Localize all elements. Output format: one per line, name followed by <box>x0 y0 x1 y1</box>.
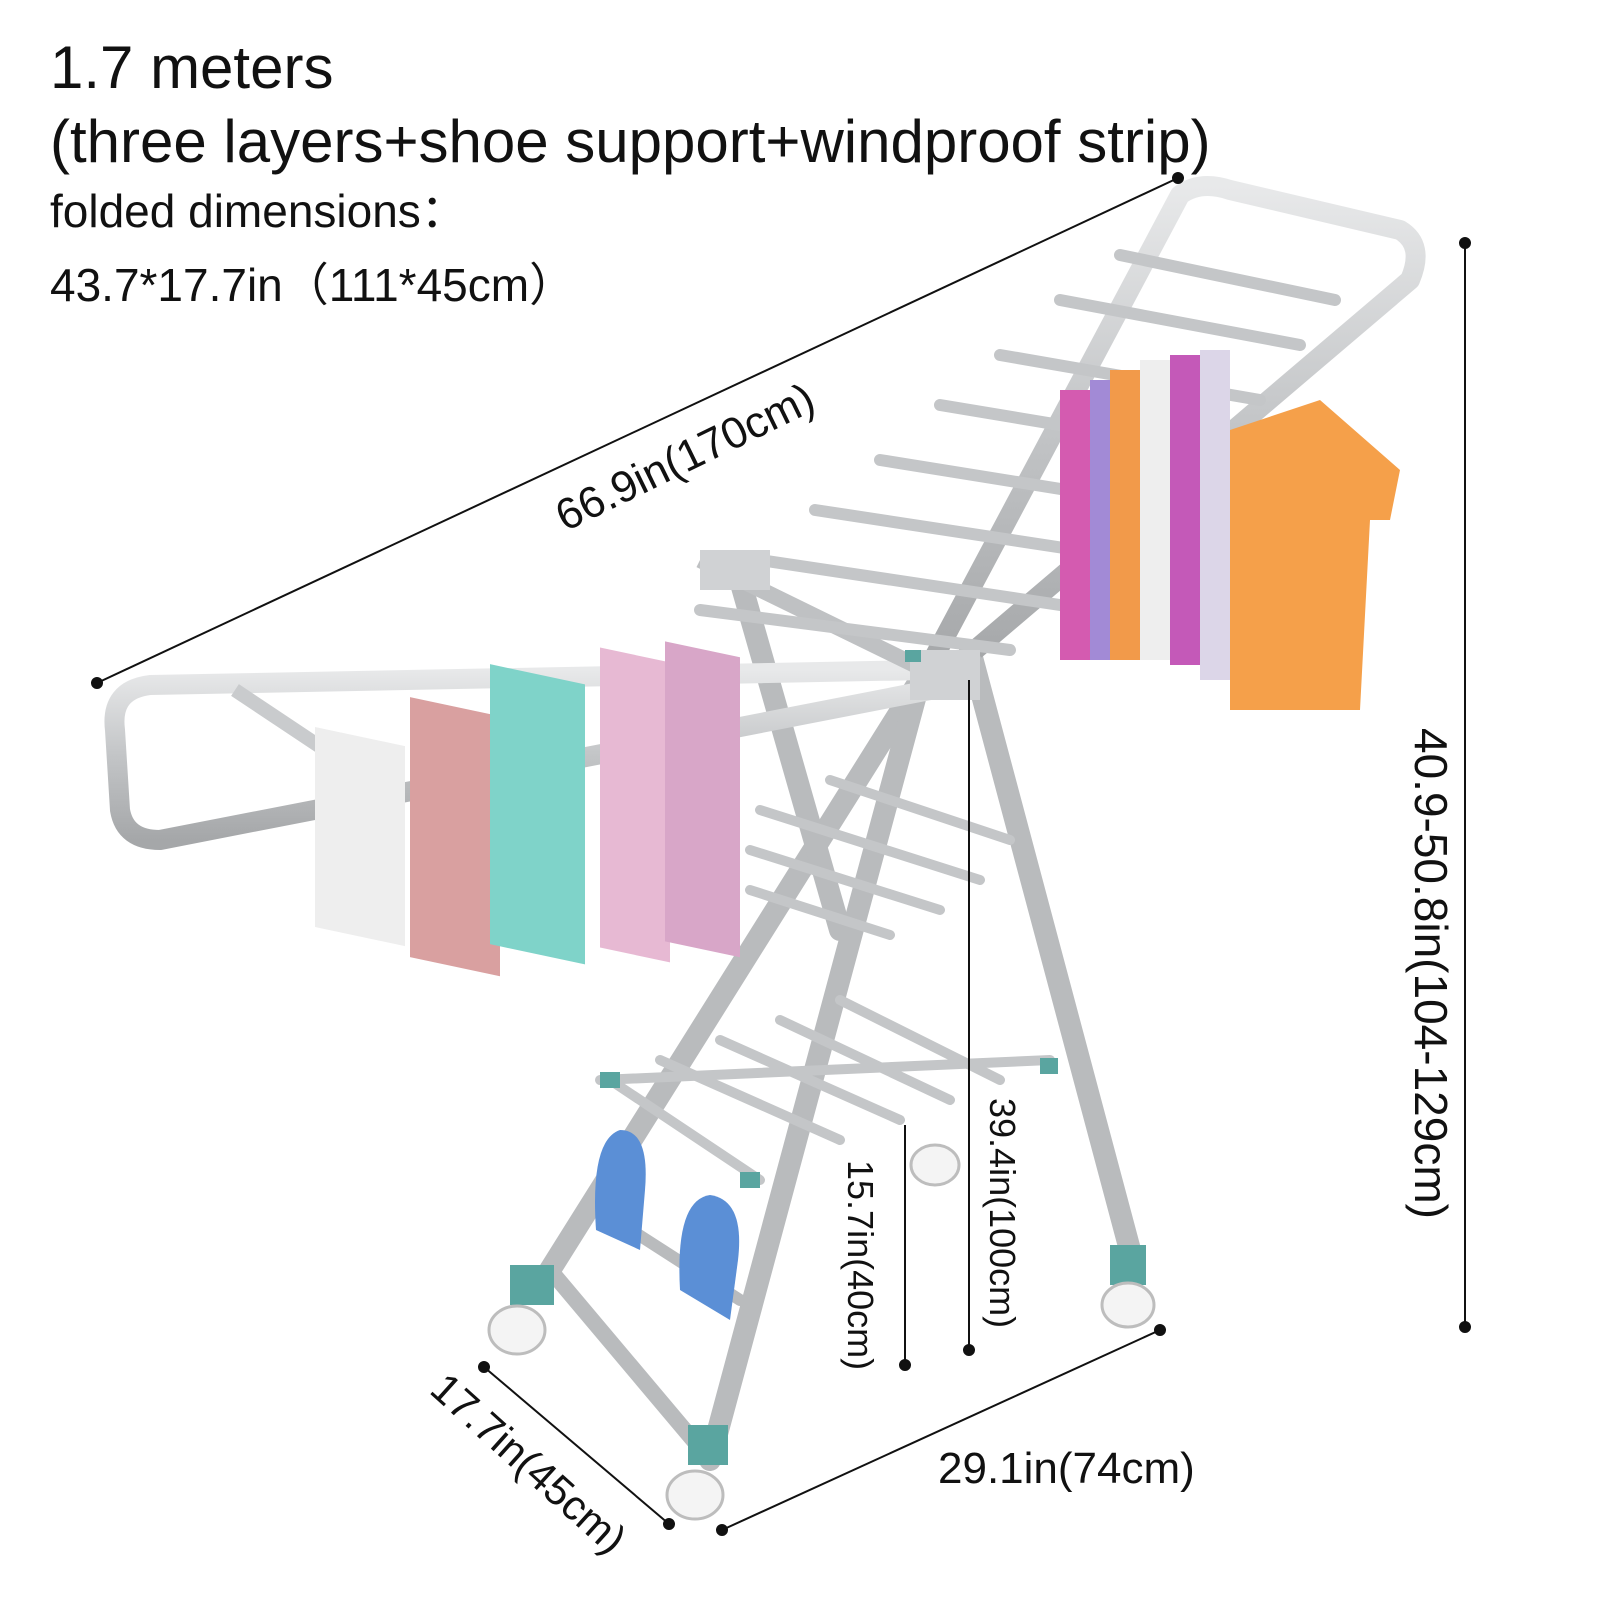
slippers <box>595 1130 740 1320</box>
width-label: 29.1in(74cm) <box>938 1444 1195 1493</box>
subtitle: (three layers+shoe support+windproof str… <box>50 108 1211 175</box>
middle-shelf <box>745 775 1015 940</box>
hinge-joints <box>510 550 1146 1465</box>
wheels <box>487 1143 1156 1521</box>
title: 1.7 meters <box>50 34 334 101</box>
shoe-shelf-height-label: 15.7in(40cm) <box>840 1160 881 1370</box>
towels <box>315 641 740 977</box>
dimension-lines <box>91 172 1471 1536</box>
folded-dimensions-value: 43.7*17.7in（111*45cm） <box>50 259 576 311</box>
total-length-label: 66.9in(170cm) <box>548 374 822 541</box>
height-range-label: 40.9-50.8in(104-129cm) <box>1405 728 1457 1219</box>
folded-dimensions-label: folded dimensions： <box>50 185 467 237</box>
lower-shelf <box>595 995 1055 1185</box>
lower-shelf-height-label: 39.4in(100cm) <box>982 1098 1023 1328</box>
depth-label: 17.7in(45cm) <box>422 1364 636 1563</box>
shirts <box>1060 350 1400 710</box>
